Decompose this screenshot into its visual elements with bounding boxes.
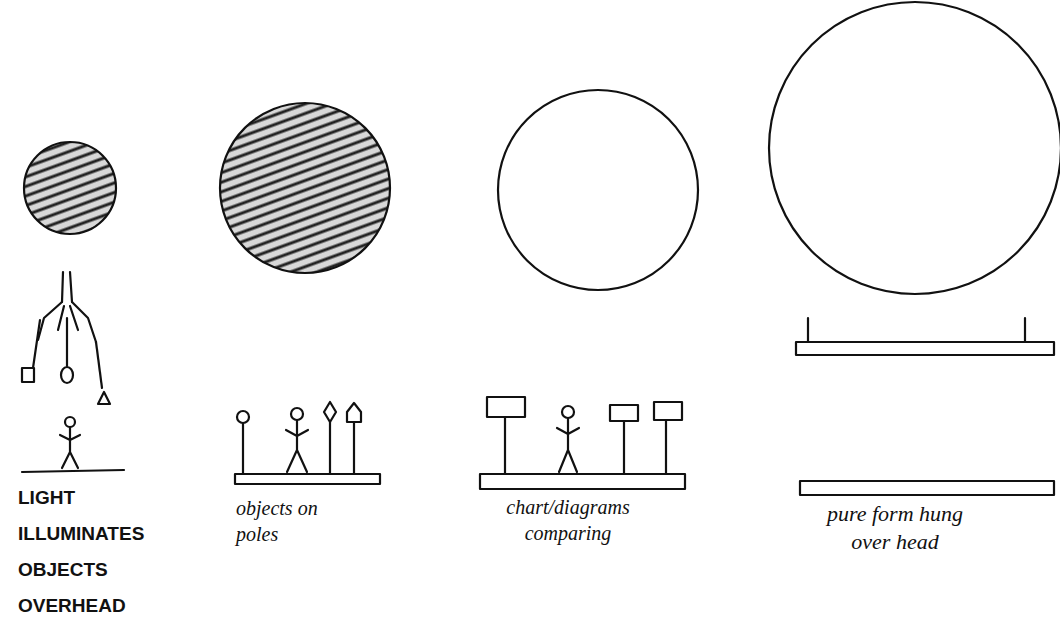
- hatched-sphere: [220, 103, 390, 273]
- stick-figure: [557, 418, 579, 472]
- triangle-object: [98, 392, 110, 404]
- pole: [353, 422, 355, 474]
- pole: [504, 417, 506, 474]
- outline-sphere: [769, 2, 1060, 294]
- outline-sphere: [498, 90, 698, 290]
- hanging-bar: [796, 342, 1054, 355]
- hatched-sphere: [24, 142, 116, 234]
- stick-figure-head: [65, 417, 75, 427]
- pole-object: [347, 403, 361, 422]
- sketch-label: objects on poles: [236, 495, 346, 547]
- pole: [665, 420, 667, 474]
- pole: [242, 423, 244, 474]
- sketch-label: LIGHT ILLUMINATES OBJECTS OVERHEAD: [18, 480, 168, 624]
- cube-object: [22, 368, 34, 382]
- ground-line: [22, 470, 124, 472]
- pole: [623, 421, 625, 474]
- platform: [480, 474, 685, 489]
- platform: [800, 481, 1054, 495]
- stick-figure-head: [562, 406, 574, 418]
- chart-board: [610, 405, 638, 421]
- hanging-cord: [33, 320, 40, 368]
- sketch-label: chart/diagrams comparing: [478, 494, 658, 546]
- lamp-cord: [62, 272, 72, 302]
- oval-object: [61, 367, 73, 383]
- sketch-label: pure form hung over head: [810, 500, 980, 556]
- chart-board: [654, 402, 682, 420]
- chart-board: [487, 397, 525, 417]
- hanging-cord: [66, 318, 68, 366]
- pole: [329, 422, 331, 474]
- sketch-lines: [22, 2, 1060, 495]
- platform: [235, 474, 380, 484]
- stick-figure: [60, 427, 80, 468]
- stick-figure-head: [291, 408, 303, 420]
- stick-figure: [286, 420, 308, 472]
- hanging-cord: [96, 342, 102, 388]
- hanging-wire: [808, 318, 1025, 342]
- pole-object: [324, 402, 336, 422]
- pole-object: [237, 411, 249, 423]
